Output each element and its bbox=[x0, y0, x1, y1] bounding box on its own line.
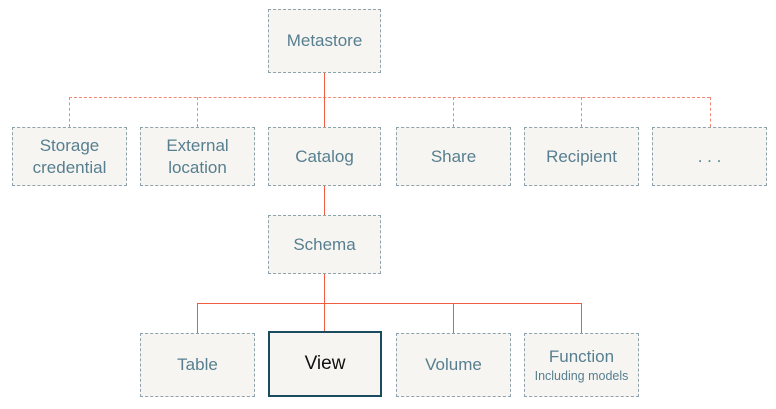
connector-down-share bbox=[453, 97, 454, 127]
node-function-label: Function bbox=[548, 347, 615, 367]
node-external-location-label: External location bbox=[166, 136, 229, 177]
connector-down-storage-credential bbox=[69, 97, 70, 127]
node-more[interactable]: . . . bbox=[652, 127, 767, 186]
node-recipient-label: Recipient bbox=[546, 146, 617, 166]
connector-down-more bbox=[710, 97, 711, 127]
connector-catalog-schema bbox=[324, 186, 325, 215]
node-share-label: Share bbox=[430, 146, 477, 166]
connector-level2-bus bbox=[69, 97, 710, 98]
node-storage-credential[interactable]: Storage credential bbox=[12, 127, 127, 186]
node-external-location[interactable]: External location bbox=[140, 127, 255, 186]
node-recipient[interactable]: Recipient bbox=[524, 127, 639, 186]
connector-down-function bbox=[581, 303, 582, 333]
connector-schema-down bbox=[324, 274, 325, 303]
connector-level4-bus bbox=[197, 303, 581, 304]
node-table[interactable]: Table bbox=[140, 333, 255, 397]
connector-metastore-down bbox=[324, 73, 325, 98]
node-metastore[interactable]: Metastore bbox=[268, 9, 381, 73]
connector-down-external-location bbox=[197, 97, 198, 127]
node-function-sublabel: Including models bbox=[534, 368, 629, 383]
node-volume[interactable]: Volume bbox=[396, 333, 511, 397]
node-catalog[interactable]: Catalog bbox=[268, 127, 381, 186]
node-schema-label: Schema bbox=[293, 234, 356, 254]
node-view-label: View bbox=[304, 353, 346, 375]
node-volume-label: Volume bbox=[425, 355, 482, 375]
node-more-label: . . . bbox=[697, 146, 722, 166]
node-table-label: Table bbox=[177, 355, 218, 375]
node-catalog-label: Catalog bbox=[295, 146, 354, 166]
node-schema[interactable]: Schema bbox=[268, 215, 381, 274]
node-view[interactable]: View bbox=[268, 331, 382, 397]
connector-down-catalog bbox=[324, 97, 325, 127]
node-share[interactable]: Share bbox=[396, 127, 511, 186]
node-metastore-label: Metastore bbox=[286, 31, 363, 51]
connector-down-volume bbox=[453, 303, 454, 333]
node-function[interactable]: Function Including models bbox=[524, 333, 639, 397]
connector-down-recipient bbox=[581, 97, 582, 127]
connector-down-table bbox=[197, 303, 198, 333]
node-storage-credential-label: Storage credential bbox=[32, 136, 107, 177]
connector-down-view bbox=[324, 303, 325, 331]
